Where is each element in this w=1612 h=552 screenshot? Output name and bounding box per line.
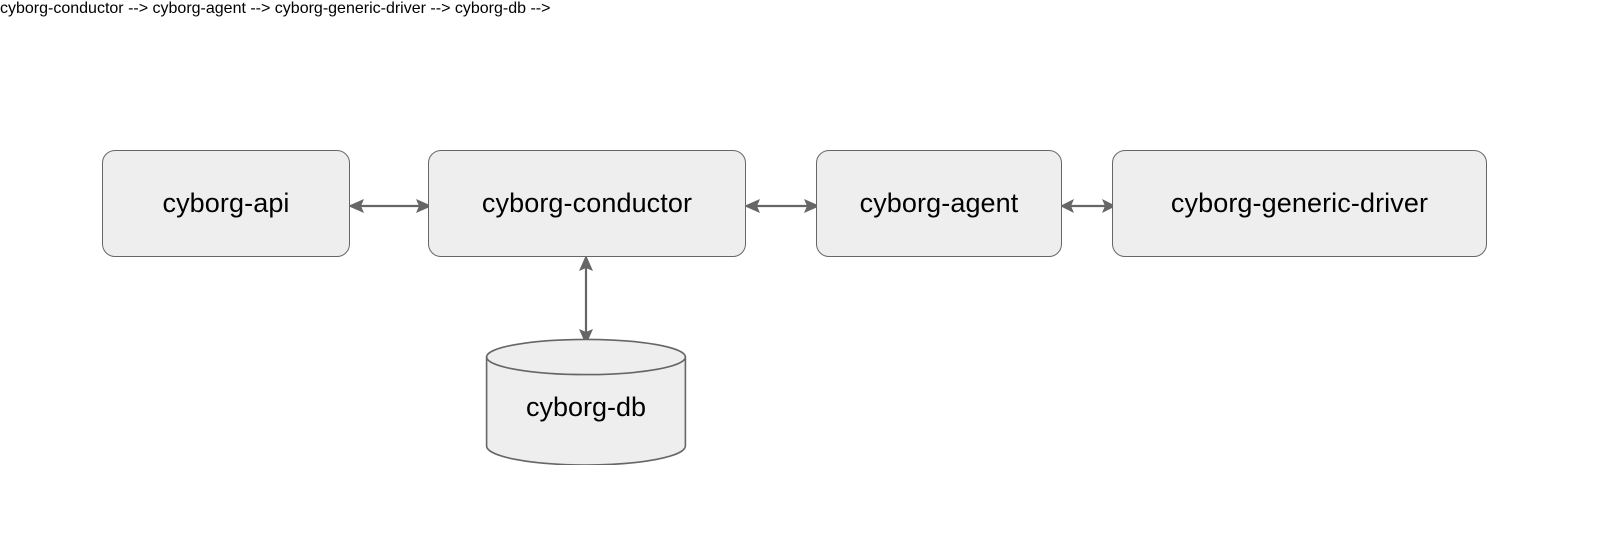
- node-cyborg-conductor[interactable]: cyborg-conductor: [428, 150, 746, 257]
- connector-api-conductor[interactable]: [348, 186, 432, 226]
- connector-conductor-agent[interactable]: [744, 186, 820, 226]
- node-cyborg-agent[interactable]: cyborg-agent: [816, 150, 1062, 257]
- node-label-cyborg-api: cyborg-api: [162, 188, 290, 218]
- arrowhead-up-icon: [579, 255, 593, 271]
- arrowhead-left-icon: [1060, 199, 1074, 213]
- node-cyborg-db[interactable]: cyborg-db: [485, 338, 687, 466]
- node-label-cyborg-conductor: cyborg-conductor: [481, 188, 693, 218]
- node-label-cyborg-db: cyborg-db: [525, 392, 647, 422]
- node-cyborg-generic-driver[interactable]: cyborg-generic-driver: [1112, 150, 1487, 257]
- cylinder-icon: [485, 338, 687, 466]
- arrowhead-right-icon: [1102, 199, 1116, 213]
- arrowhead-left-icon: [744, 199, 760, 213]
- node-label-cyborg-agent: cyborg-agent: [859, 188, 1019, 218]
- node-cyborg-api[interactable]: cyborg-api: [102, 150, 350, 257]
- arrowhead-right-icon: [804, 199, 820, 213]
- arrowhead-right-icon: [416, 199, 432, 213]
- node-label-cyborg-generic-driver: cyborg-generic-driver: [1170, 188, 1429, 218]
- arrowhead-down-icon: [579, 329, 593, 345]
- arrowhead-left-icon: [348, 199, 364, 213]
- connector-agent-driver[interactable]: [1060, 186, 1116, 226]
- connector-conductor-db[interactable]: [566, 255, 606, 345]
